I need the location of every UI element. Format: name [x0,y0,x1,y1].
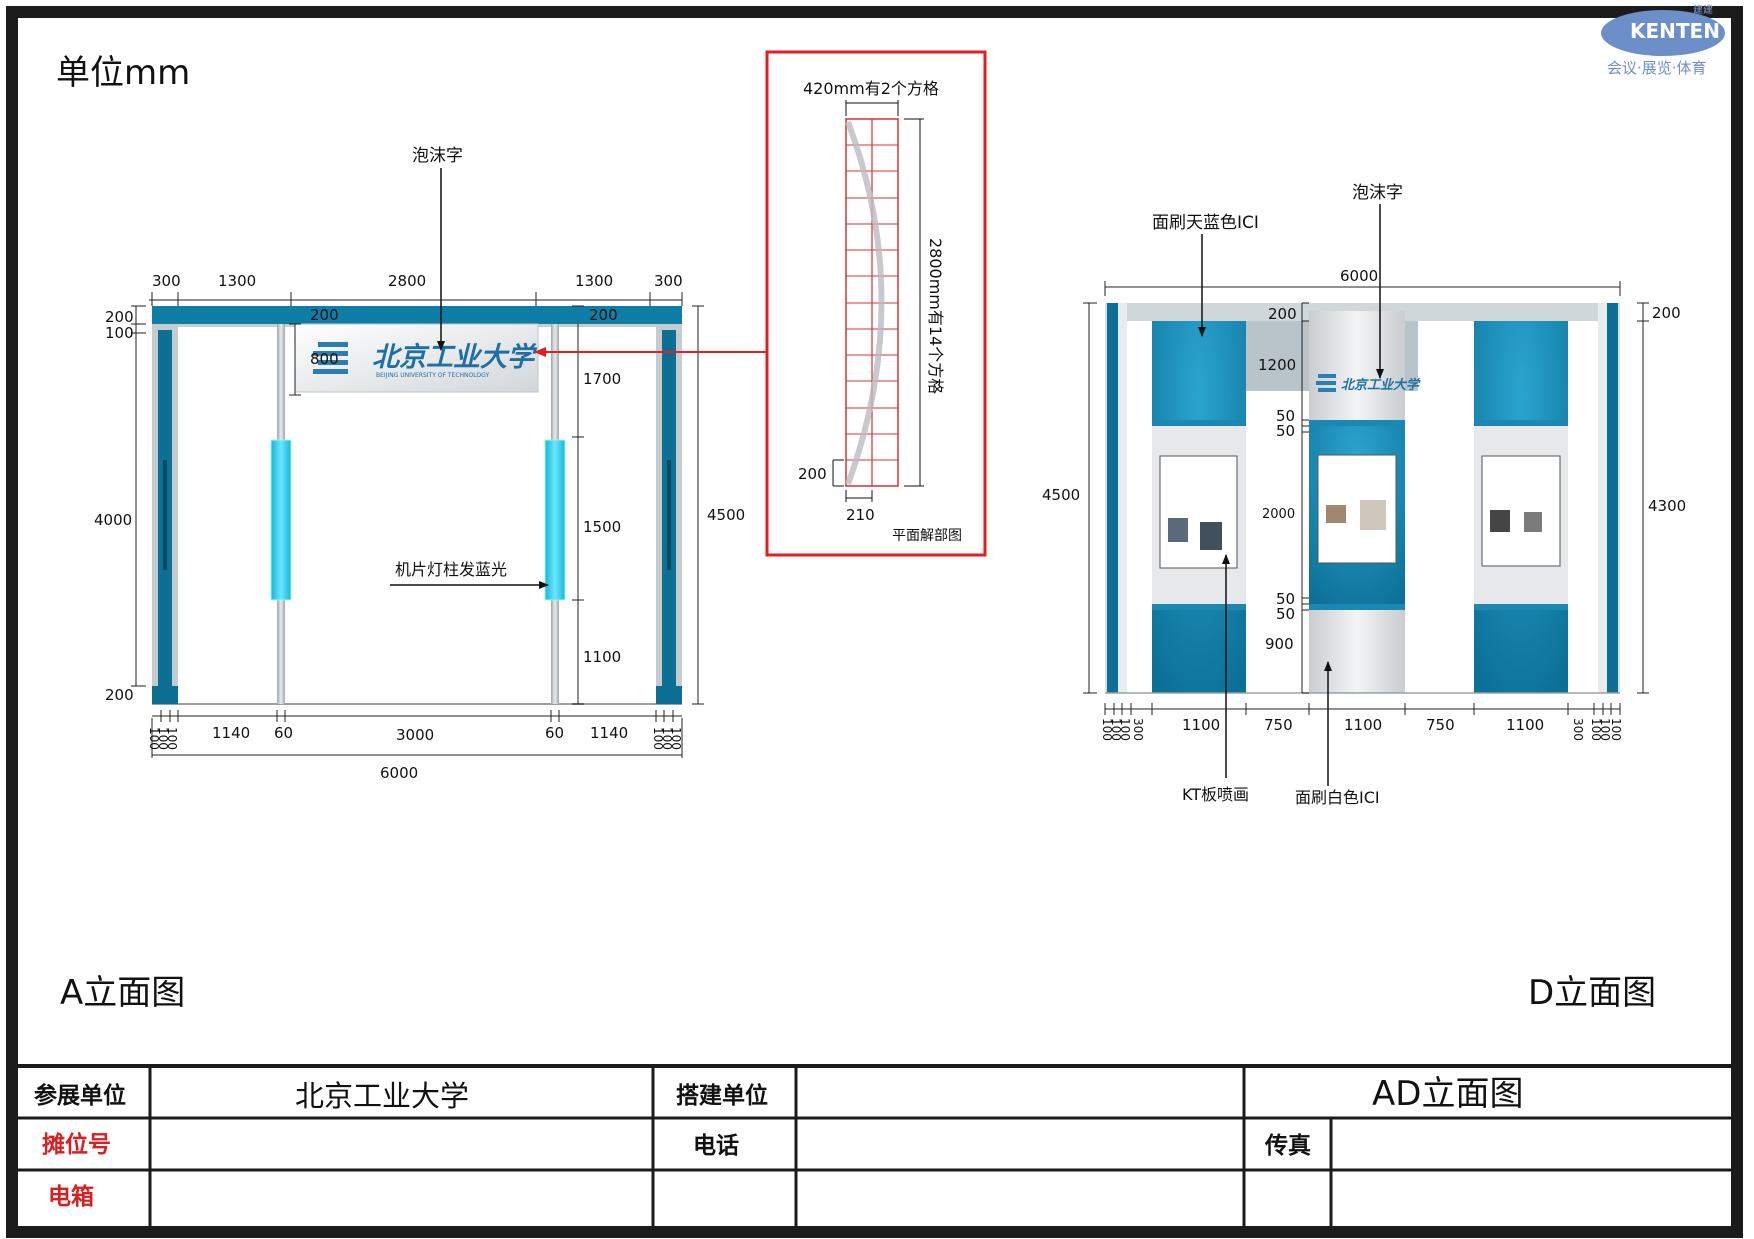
sign-logo-cn: 北京工业大学 [372,342,538,373]
title-block: 参展单位 北京工业大学 搭建单位 AD立面图 摊位号 电话 传真 电箱 [18,1064,1734,1226]
logo-tagline: 会议·展览·体育 [1607,59,1707,77]
d-dim: 50 [1276,590,1295,608]
a-dim: 100 [147,727,161,750]
university-logo-icon [313,342,348,374]
a-dim: 1300 [575,272,613,290]
d-paint-blue-label: 面刷天蓝色ICI [1152,213,1259,233]
a-dim: 1500 [583,518,621,536]
detail-section: 420mm有2个方格 [765,50,987,557]
builder-label: 搭建单位 [676,1082,768,1109]
d-dim: 4500 [1042,486,1080,504]
a-dim: 4000 [94,511,132,529]
a-dim: 1140 [590,724,628,742]
top-beam [152,306,682,324]
d-dim: 50 [1276,605,1295,623]
d-dim: 50 [1276,407,1295,425]
a-dim: 200 [310,306,339,324]
detail-dim-210: 210 [846,506,875,524]
exhibitor-label: 参展单位 [34,1082,126,1109]
d-dim: 100 [1100,718,1114,741]
a-dim: 200 [589,306,618,324]
d-dim: 900 [1265,635,1294,653]
d-dim: 1100 [1506,716,1544,734]
right-light-pillar [544,439,566,601]
detail-grid [845,118,899,487]
a-dim: 300 [654,272,683,290]
a-dim: 2800 [388,272,426,290]
a-dim: 100 [156,727,170,750]
a-light-pillar-label: 机片灯柱发蓝光 [395,560,507,579]
d-dim: 50 [1276,422,1295,440]
d-dim: 100 [1609,718,1623,741]
d-dim: 750 [1426,716,1455,734]
unit-label: 单位mm [56,53,190,93]
d-dim: 200 [1652,304,1681,322]
elevation-d: 北京工业大学 面刷天蓝色ICI 泡沫字 KT板喷画 面刷白色ICI [1042,183,1686,1013]
d-dim: 6000 [1340,267,1378,285]
left-light-pillar [270,439,292,601]
d-kt-label: KT板喷画 [1182,785,1249,804]
d-dim: 1200 [1258,356,1296,374]
logo-small: 建建 [1693,3,1713,16]
a-dim: 100 [660,727,674,750]
d-center-logo: 北京工业大学 [1341,377,1421,393]
d-dim: 100 [1109,718,1123,741]
a-dim: 60 [545,724,564,742]
a-dim: 200 [105,686,134,704]
d-dim: 200 [1268,305,1297,323]
a-dim: 200 [105,308,134,326]
d-dim: 300 [1571,718,1585,741]
a-dim: 3000 [396,726,434,744]
d-dim: 750 [1264,716,1293,734]
a-caption: A立面图 [60,973,185,1013]
a-dim: 6000 [380,764,418,782]
email-label: 电箱 [48,1183,94,1210]
a-dim: 100 [669,727,683,750]
d-dim: 300 [1131,718,1145,741]
a-dim: 1140 [212,724,250,742]
d-paint-white-label: 面刷白色ICI [1295,788,1380,807]
a-dim: 300 [152,272,181,290]
detail-top-label: 420mm有2个方格 [803,79,939,98]
d-caption: D立面图 [1528,973,1656,1013]
detail-dim-200: 200 [798,465,827,483]
a-dim: 1100 [583,648,621,666]
d-dim: 1100 [1344,716,1382,734]
sheet-border [6,6,1743,1238]
a-dim: 1300 [218,272,256,290]
elevation-a: 北京工业大学 BEIJING UNIVERSITY OF TECHNOLOGY … [60,146,745,1013]
a-dim: 100 [105,324,134,342]
center-logo-icon [1316,374,1336,392]
d-dim: 2000 [1262,507,1295,522]
phone-label: 电话 [693,1133,739,1159]
sign-board [294,323,539,393]
kenten-logo: KENTEN 建建 会议·展览·体育 [1601,3,1725,77]
kt-board-1 [1159,455,1238,569]
a-dim: 100 [651,727,665,750]
a-dim: 60 [274,724,293,742]
drawing-title: AD立面图 [1372,1074,1523,1114]
d-dim: 100 [1118,718,1132,741]
a-foam-label: 泡沫字 [412,146,463,166]
a-dim: 100 [165,727,179,750]
d-dim: 1100 [1182,716,1220,734]
detail-side-label: 2800mm有14个方格 [926,238,945,394]
logo-text: KENTEN [1630,19,1720,43]
d-dim: 100 [1589,718,1603,741]
fax-label: 传真 [1264,1132,1311,1159]
sign-logo-en: BEIJING UNIVERSITY OF TECHNOLOGY [376,372,489,379]
booth-label: 摊位号 [42,1131,111,1158]
d-dim: 4300 [1648,497,1686,515]
exhibitor-value: 北京工业大学 [295,1079,469,1113]
d-foam-label: 泡沫字 [1352,183,1403,203]
d-dim: 100 [1598,718,1612,741]
a-dim: 4500 [707,506,745,524]
a-dim: 1700 [583,370,621,388]
a-dim: 800 [310,350,339,368]
detail-caption: 平面解部图 [892,528,962,544]
